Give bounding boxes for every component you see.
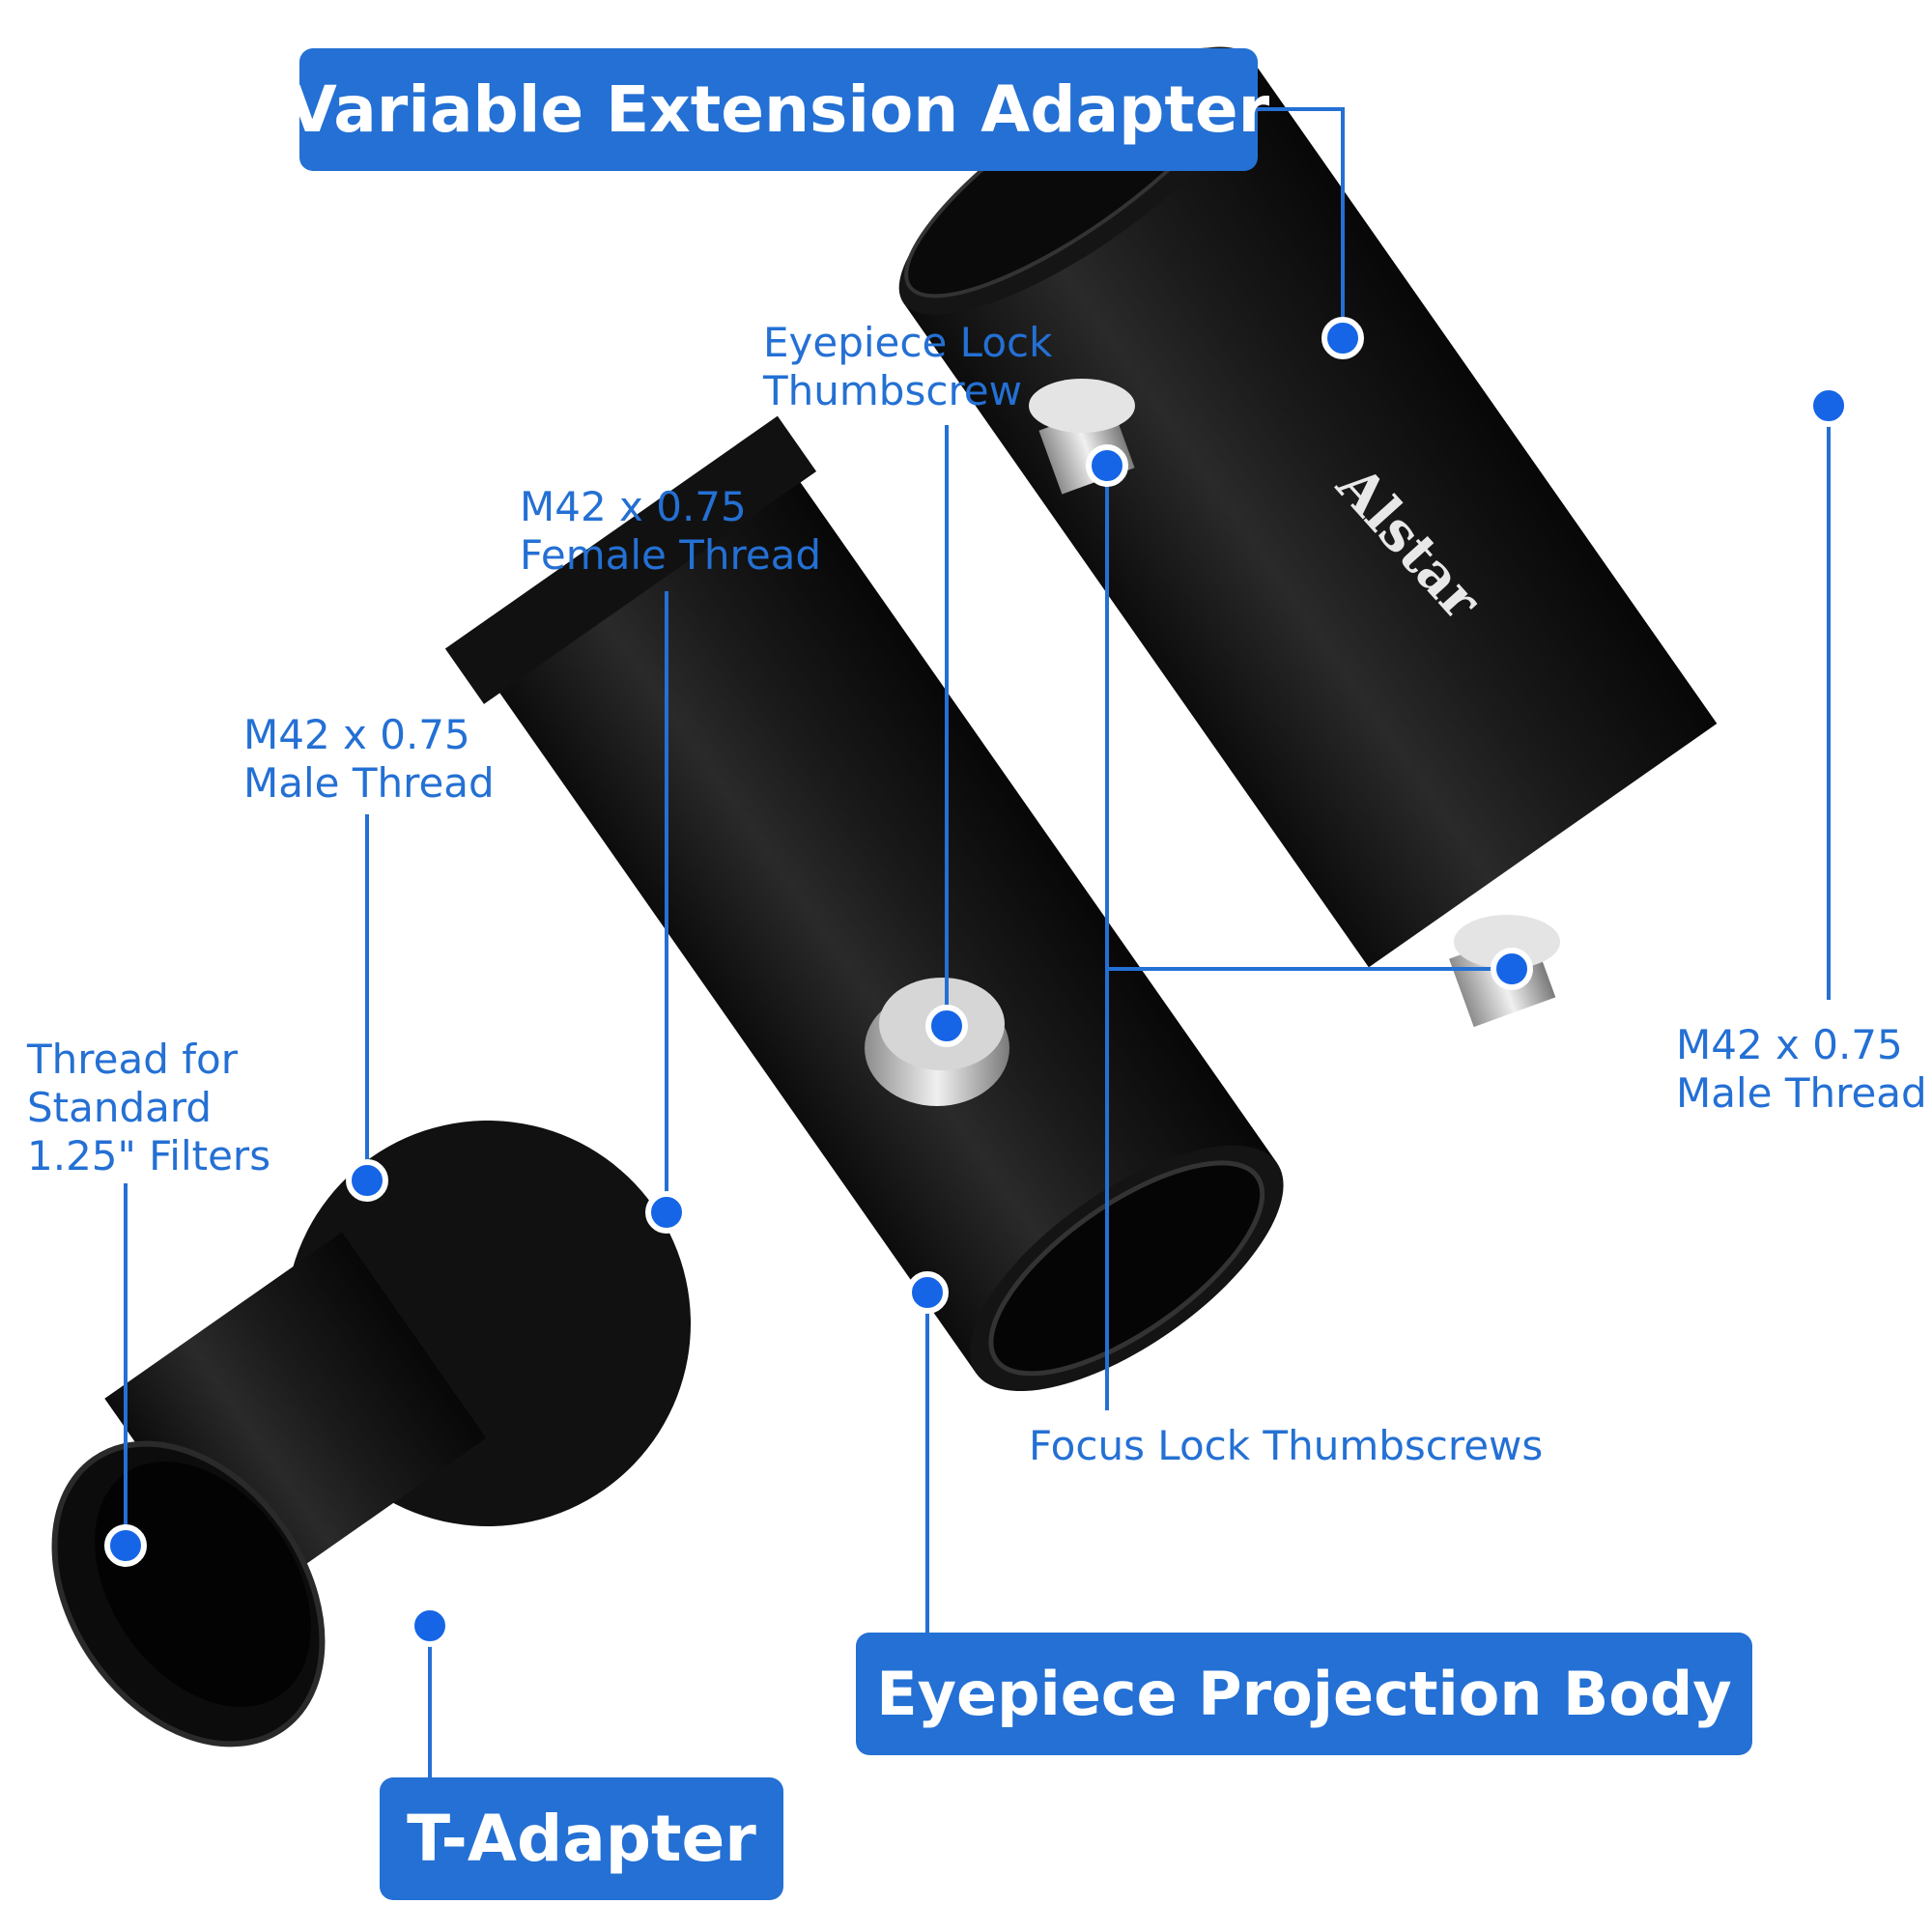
eyepiece-projection-banner: Eyepiece Projection Body <box>856 1633 1752 1755</box>
eyepiece-projection-tube <box>444 415 1284 1392</box>
marker-dots <box>104 317 1850 1647</box>
eyepiece-lock-label: Eyepiece Lock Thumbscrew <box>763 319 1053 414</box>
variable-extension-banner: Variable Extension Adapter <box>288 48 1269 171</box>
focus-lock-label: Focus Lock Thumbscrews <box>1029 1422 1544 1469</box>
filter-thread-label: Thread for Standard 1.25" Filters <box>27 1036 271 1179</box>
leader-lines <box>124 107 1831 1777</box>
t-adapter-part <box>51 1121 691 1747</box>
male-thread-left-label: M42 x 0.75 Male Thread <box>243 711 495 807</box>
male-thread-right-label: M42 x 0.75 Male Thread <box>1676 1021 1927 1117</box>
t-adapter-banner: T-Adapter <box>380 1777 783 1900</box>
female-thread-label: M42 x 0.75 Female Thread <box>520 483 822 579</box>
